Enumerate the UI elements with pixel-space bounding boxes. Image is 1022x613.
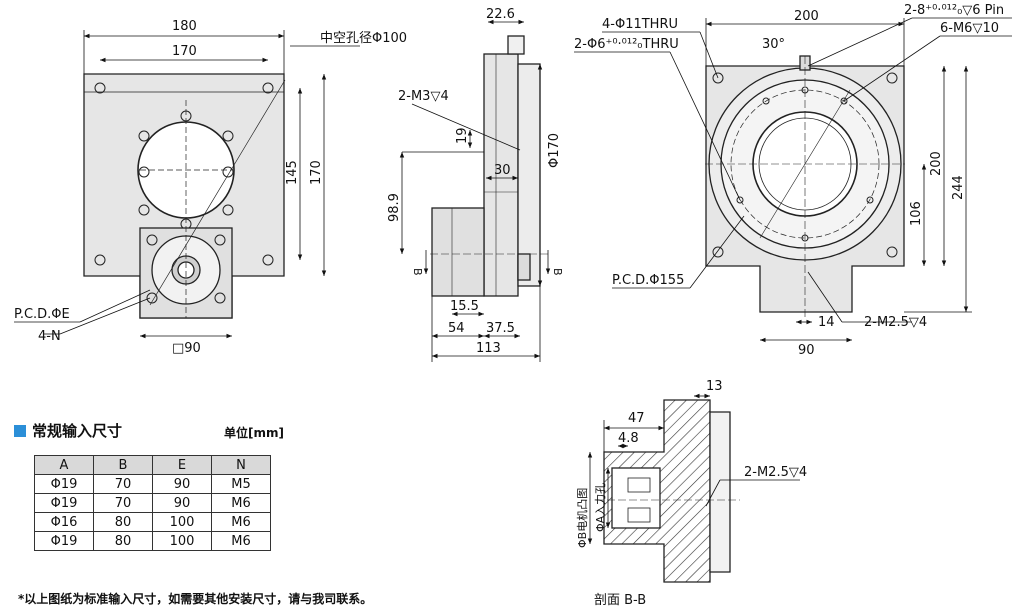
table-unit: 单位[mm]: [224, 426, 284, 440]
section-dim-4-8: 4.8: [618, 431, 639, 446]
section-view: [596, 399, 740, 583]
front-n-label: 4-N: [38, 329, 61, 344]
side-dim-54: 54: [448, 321, 465, 336]
table-cell: M6: [211, 531, 271, 551]
table-title: 常规输入尺寸: [14, 420, 354, 441]
rear-pcd-circle: [730, 89, 880, 239]
table-title-text: 常规输入尺寸: [32, 422, 123, 440]
bore-bolt-holes: [138, 110, 234, 230]
side-output-flange: [517, 63, 541, 287]
section-dim-47: 47: [628, 411, 645, 426]
side-main-body: [483, 53, 519, 297]
section-phi-a: ΦA入力孔: [594, 483, 607, 532]
rear-dim-244: 244: [951, 175, 966, 200]
table-cell: M6: [211, 512, 271, 532]
side-dim-19: 19: [455, 127, 470, 144]
table-header-row: A B E N: [34, 455, 271, 475]
table-cell: Φ19: [34, 474, 94, 494]
rear-dimensions: [574, 17, 1012, 343]
section-m25: 2-M2.5▽4: [744, 465, 807, 480]
corner-holes: [94, 82, 274, 266]
section-body: [709, 411, 731, 573]
front-hollow-label: 中空孔径Φ100: [320, 31, 407, 46]
rear-dim-90: 90: [798, 343, 815, 358]
side-section-b-right: B: [551, 268, 564, 276]
side-dim-15-5: 15.5: [450, 299, 479, 314]
front-dim-180: 180: [172, 19, 197, 34]
rear-dim-200-top: 200: [794, 9, 819, 24]
rear-dim-106: 106: [909, 201, 924, 226]
front-dim-170-right: 170: [309, 160, 324, 185]
table-cell: 80: [93, 531, 153, 551]
front-dim-170-top: 170: [172, 44, 197, 59]
section-phi-b: ΦB电机凸图: [575, 488, 589, 548]
side-section-b-left: B: [411, 268, 424, 276]
table-cell: 100: [152, 512, 212, 532]
rear-pin: 2-8⁺⁰·⁰¹²₀▽6 Pin: [904, 3, 1004, 18]
table-cell: 100: [152, 531, 212, 551]
side-dimensions: [399, 19, 551, 362]
table-cell: M5: [211, 474, 271, 494]
side-dim-37-5: 37.5: [486, 321, 515, 336]
flange-holes: [146, 234, 226, 304]
header-cell-e: E: [152, 455, 212, 475]
rear-2-thru: 2-Φ6⁺⁰·⁰¹²₀THRU: [574, 37, 679, 52]
header-cell-n: N: [211, 455, 271, 475]
input-dimension-panel: 常规输入尺寸 单位[mm] A B E N Φ19 70 90 M5 Φ19 7…: [14, 420, 354, 551]
side-m3-label: 2-M3▽4: [398, 89, 449, 104]
front-dim-90: □90: [172, 341, 201, 356]
front-dimensions: [14, 30, 360, 339]
table-row: Φ16 80 100 M6: [34, 512, 271, 532]
table-cell: 90: [152, 474, 212, 494]
table-cell: 70: [93, 474, 153, 494]
rear-dim-14: 14: [818, 315, 835, 330]
side-dim-98-9: 98.9: [387, 193, 402, 222]
table-row: Φ19 70 90 M5: [34, 474, 271, 494]
header-cell-a: A: [34, 455, 94, 475]
table-cell: 90: [152, 493, 212, 513]
footnote: *以上图纸为标准输入尺寸，如需要其他安装尺寸，请与我司联系。: [18, 592, 373, 606]
side-dim-30: 30: [494, 163, 511, 178]
side-motor-adapter: [431, 207, 485, 297]
front-dim-145: 145: [285, 160, 300, 185]
input-dimension-table: A B E N Φ19 70 90 M5 Φ19 70 90 M6 Φ16 80: [34, 455, 271, 551]
rear-pcd155: P.C.D.Φ155: [612, 273, 684, 288]
rear-corner-holes: [712, 72, 898, 258]
section-dim-13: 13: [706, 379, 723, 394]
table-cell: Φ19: [34, 531, 94, 551]
rear-angle: 30°: [762, 37, 785, 52]
title-square-icon: [14, 424, 26, 437]
table-cell: Φ19: [34, 493, 94, 513]
side-dim-113: 113: [476, 341, 501, 356]
table-cell: 70: [93, 493, 153, 513]
front-pcd-e: P.C.D.ΦE: [14, 307, 70, 322]
side-phi170: Φ170: [547, 133, 562, 168]
header-cell-b: B: [93, 455, 153, 475]
table-cell: Φ16: [34, 512, 94, 532]
rear-m25: 2-M2.5▽4: [864, 315, 927, 330]
table-cell: 80: [93, 512, 153, 532]
table-row: Φ19 80 100 M6: [34, 531, 271, 551]
side-view: [430, 35, 548, 297]
section-dimensions: [587, 393, 800, 544]
rear-m6: 6-M6▽10: [940, 21, 999, 36]
rear-dim-200-right: 200: [929, 151, 944, 176]
front-view: [83, 73, 286, 319]
side-dim-22-6: 22.6: [486, 7, 515, 22]
rear-4-thru: 4-Φ11THRU: [602, 17, 678, 32]
table-row: Φ19 70 90 M6: [34, 493, 271, 513]
rear-view: [705, 55, 905, 318]
section-title: 剖面 B-B: [594, 593, 646, 608]
table-cell: M6: [211, 493, 271, 513]
